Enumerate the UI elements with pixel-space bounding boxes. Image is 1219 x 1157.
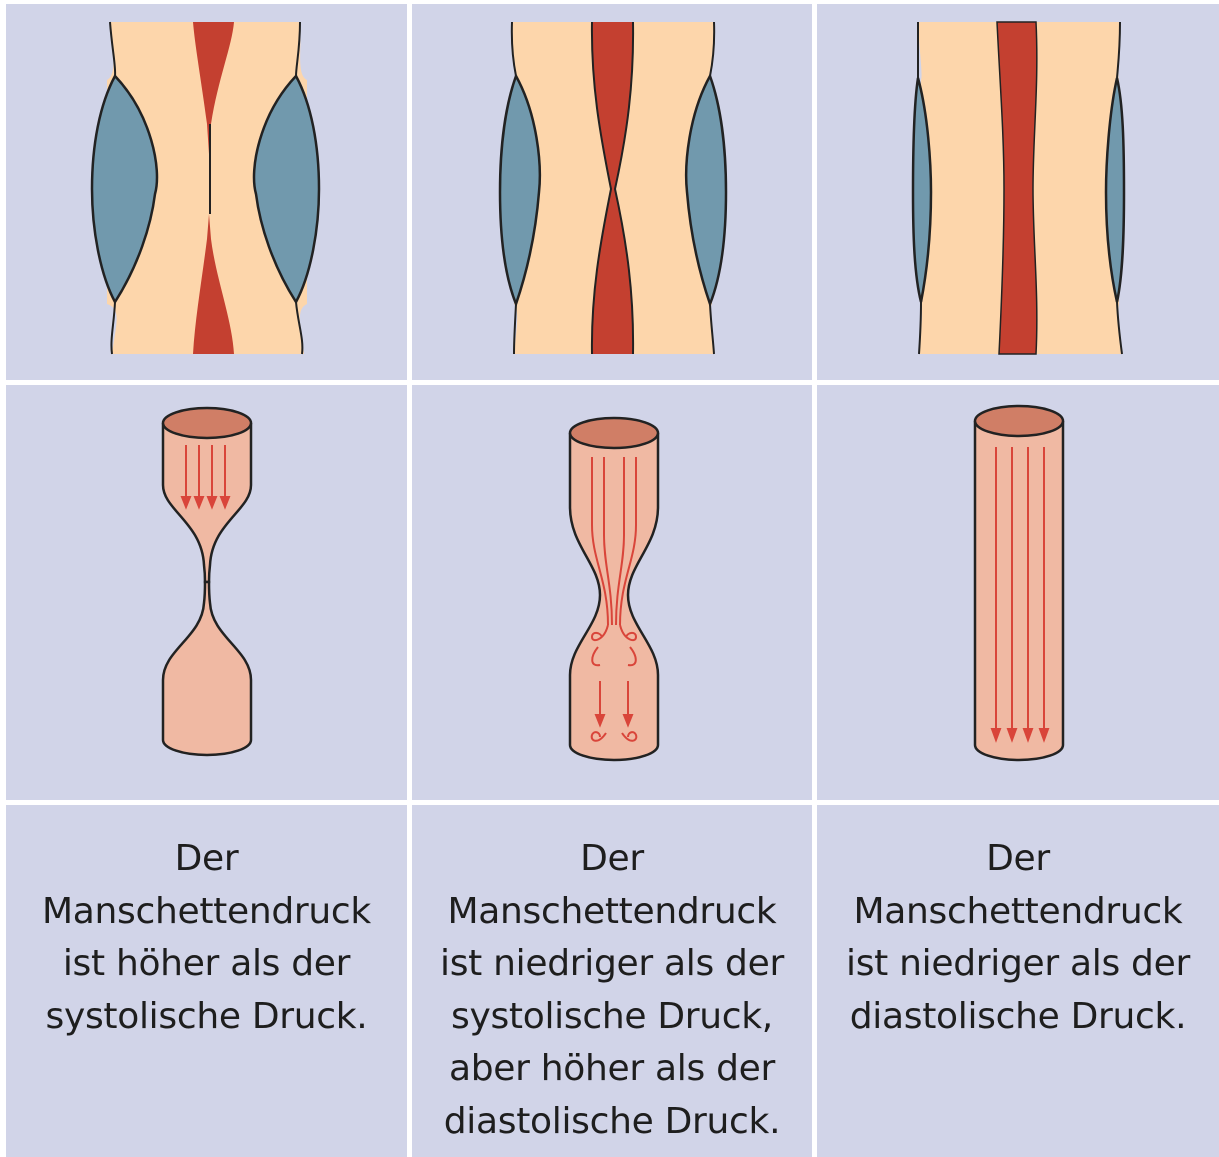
arm-cross-section-partial [412, 4, 812, 380]
arm-partial-illustration [412, 4, 812, 380]
vessel-body [975, 421, 1063, 760]
caption-line: Der [440, 833, 784, 886]
arm-cross-section-open [817, 4, 1219, 380]
vessel-occluded [6, 385, 407, 800]
caption-line: systolische Druck. [42, 991, 371, 1044]
caption-line: Manschettendruck [846, 886, 1190, 939]
vessel-partial-illustration [412, 385, 812, 800]
arm-open-illustration [817, 4, 1219, 380]
vessel-partial [412, 385, 812, 800]
caption-line: Der [846, 833, 1190, 886]
caption-occluded: Der Manschettendruck ist höher als der s… [6, 805, 407, 1157]
vessel-occluded-illustration [6, 385, 407, 800]
vessel-body [570, 433, 658, 760]
caption-line: diastolische Druck. [846, 991, 1190, 1044]
vessel-opening [975, 406, 1063, 436]
caption-partial: Der Manschettendruck ist niedriger als d… [412, 805, 812, 1157]
caption-line: ist niedriger als der [846, 938, 1190, 991]
vessel-body-lower [163, 582, 251, 755]
caption-line: Manschettendruck [440, 886, 784, 939]
caption-line: systolische Druck, [440, 991, 784, 1044]
vessel-opening [163, 408, 251, 438]
caption-open: Der Manschettendruck ist niedriger als d… [817, 805, 1219, 1157]
vessel-open [817, 385, 1219, 800]
caption-line: Manschettendruck [42, 886, 371, 939]
caption-line: ist niedriger als der [440, 938, 784, 991]
caption-line: Der [42, 833, 371, 886]
caption-text: Der Manschettendruck ist niedriger als d… [440, 833, 784, 1148]
caption-line: aber höher als der [440, 1043, 784, 1096]
arm-occluded-illustration [6, 4, 407, 380]
vessel-open-illustration [817, 385, 1219, 800]
arm-cross-section-occluded [6, 4, 407, 380]
caption-line: diastolische Druck. [440, 1096, 784, 1149]
vessel-opening [570, 418, 658, 448]
caption-text: Der Manschettendruck ist niedriger als d… [846, 833, 1190, 1043]
caption-line: ist höher als der [42, 938, 371, 991]
caption-text: Der Manschettendruck ist höher als der s… [42, 833, 371, 1043]
vessel-body-upper [163, 423, 251, 582]
